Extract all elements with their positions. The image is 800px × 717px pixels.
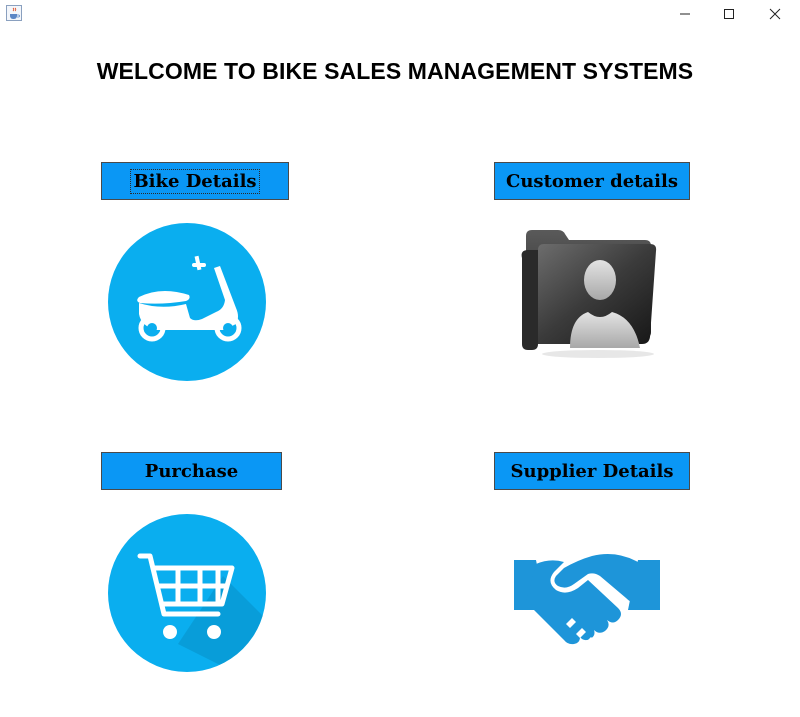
page-title: WELCOME TO BIKE SALES MANAGEMENT SYSTEMS	[96, 58, 694, 84]
scooter-icon	[108, 223, 266, 385]
minimize-button[interactable]	[663, 2, 707, 26]
purchase-button[interactable]: Purchase	[101, 452, 282, 490]
shopping-cart-icon	[108, 514, 266, 676]
window-titlebar	[0, 0, 800, 28]
java-cup-icon	[6, 5, 22, 21]
user-folder-icon	[518, 228, 660, 364]
close-button[interactable]	[753, 2, 797, 26]
bike-details-button[interactable]: Bike Details	[101, 162, 289, 200]
minimize-icon	[679, 5, 691, 24]
close-icon	[769, 5, 781, 24]
purchase-label: Purchase	[144, 460, 239, 482]
maximize-icon	[723, 5, 735, 24]
supplier-details-button[interactable]: Supplier Details	[494, 452, 690, 490]
maximize-button[interactable]	[707, 2, 751, 26]
handshake-icon	[514, 546, 660, 660]
customer-details-label: Customer details	[506, 170, 678, 192]
bike-details-label: Bike Details	[130, 168, 260, 194]
supplier-details-label: Supplier Details	[510, 460, 674, 482]
customer-details-button[interactable]: Customer details	[494, 162, 690, 200]
